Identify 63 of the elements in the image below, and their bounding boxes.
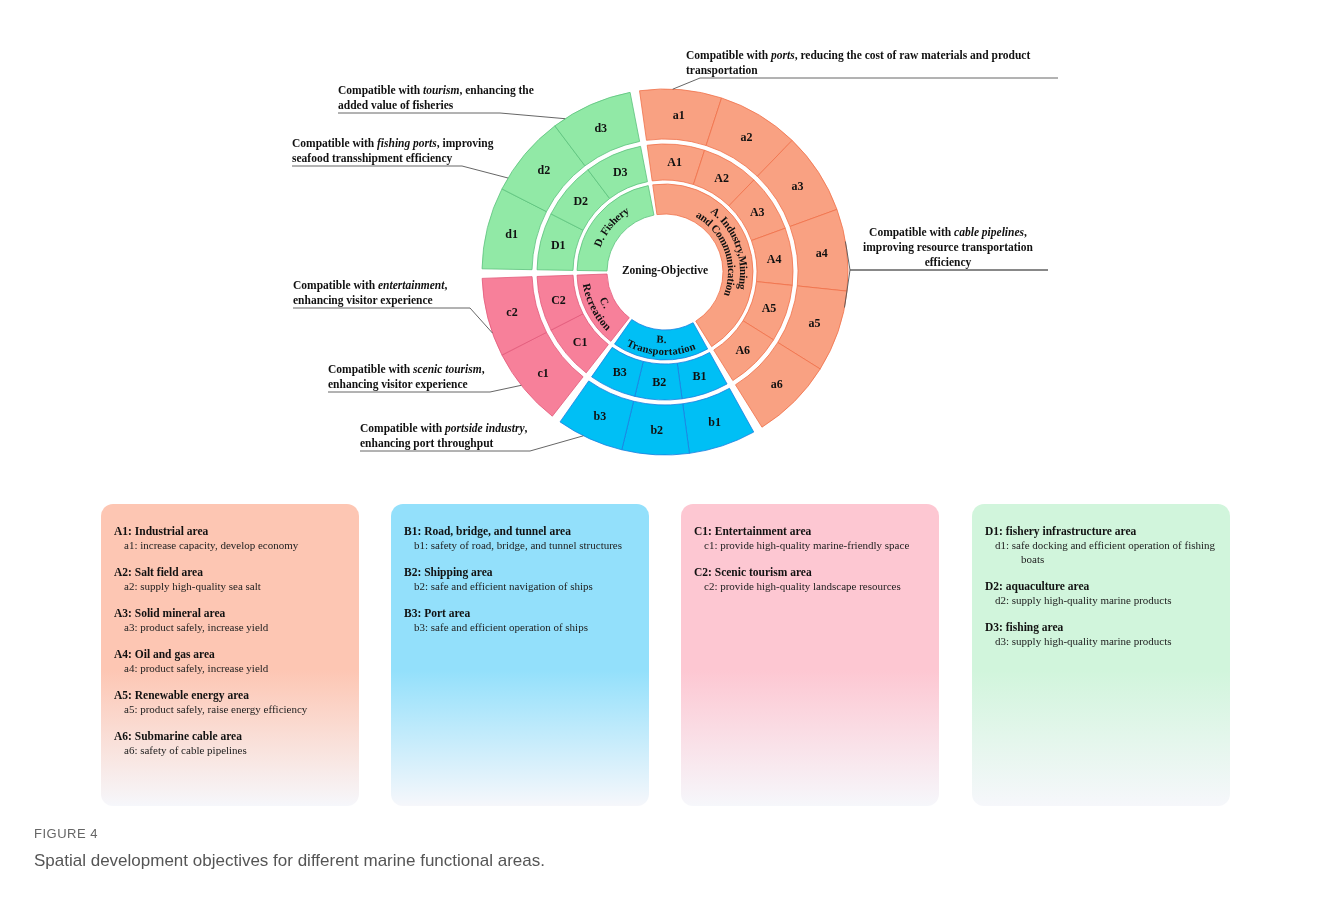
ring-segment: d1 [481,188,547,271]
area-heading: B2: Shipping area [404,565,494,579]
area-description: a6: safety of cable pipelines [123,743,248,757]
callout-text: Compatible with entertainment, enhancing visitor experience [293,278,473,308]
figure-number: FIGURE 4 [34,826,98,841]
area-heading: A4: Oil and gas area [114,647,216,661]
ring-segment: d3 [554,91,640,167]
leader-line [337,112,566,120]
ring-segment: A6 [713,320,774,381]
ring-segment: A1 [646,143,705,185]
area-description: a1: increase capacity, develop economy [123,538,300,552]
leader-line [672,77,1059,90]
area-description: c2: provide high-quality landscape resources [703,579,902,593]
callout-text: Compatible with tourism, enhancing the added value of fisheries [338,83,548,113]
info-card [101,504,359,806]
area-description: c1: provide high-quality marine-friendly space [703,538,911,552]
ring-segment: a5 [777,285,848,370]
leader-line [291,165,509,179]
area-description: d1: safe docking and efficient operation of fishing boats [994,538,1217,566]
area-heading: A1: Industrial area [114,524,210,538]
leader-line [359,435,584,452]
leader-line [327,384,522,393]
area-heading: C1: Entertainment area [694,524,813,538]
ring-segment: B2 [634,361,683,401]
info-card [972,504,1230,806]
area-heading: C2: Scenic tourism area [694,565,813,579]
area-heading: A5: Renewable energy area [114,688,250,702]
area-heading: B1: Road, bridge, and tunnel area [404,524,572,538]
ring-segment: a1 [639,88,722,146]
ring-segment: C2 [536,274,584,331]
area-heading: B3: Port area [404,606,472,620]
callout-text: Compatible with portside industry, enhancing port throughput [360,421,550,451]
leader-line [844,269,1049,308]
area-heading: D2: aquaculture area [985,579,1091,593]
ring-segment: D1 [536,213,584,271]
area-heading: A2: Salt field area [114,565,204,579]
ring-segment: A2 [693,149,755,207]
area-description: d3: supply high-quality marine products [994,634,1173,648]
callout-text: Compatible with cable pipelines, improving resource transportation efficiency [848,225,1048,270]
area-description: d2: supply high-quality marine products [994,593,1173,607]
callout-text: Compatible with ports, reducing the cost of raw materials and product transportation [686,48,1058,78]
ring-segment: b2 [621,400,690,456]
info-card [391,504,649,806]
ring-segment: D3 [587,145,648,199]
area-heading: D1: fishery infrastructure area [985,524,1138,538]
area-description: a5: product safely, raise energy efficiency [123,702,309,716]
info-card [681,504,939,806]
area-description: b1: safety of road, bridge, and tunnel structures [413,538,624,552]
area-description: b3: safe and efficient operation of ships [413,620,589,634]
area-heading: D3: fishing area [985,620,1065,634]
ring-segment: A4 [751,227,794,286]
area-heading: A3: Solid mineral area [114,606,227,620]
area-description: a2: supply high-quality sea salt [123,579,262,593]
ring-segment: a4 [789,209,849,292]
ring-segment: b1 [682,387,755,454]
leader-line [292,307,493,334]
area-description: b2: safe and efficient navigation of ships [413,579,594,593]
area-description: a4: product safely, increase yield [123,661,270,675]
figure-caption: Spatial development objectives for different marine functional areas. [34,851,545,871]
ring-segment: c2 [481,276,547,356]
ring-segment: b3 [559,380,634,451]
area-heading: A6: Submarine cable area [114,729,243,743]
area-description: a3: product safely, increase yield [123,620,270,634]
